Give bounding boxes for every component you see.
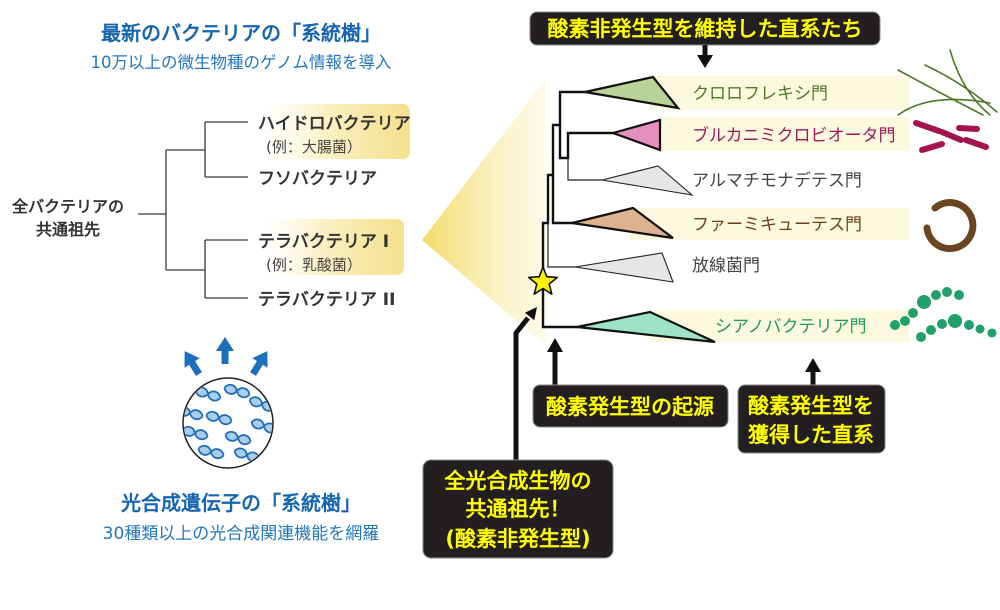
callout-box: [422, 459, 614, 559]
phylum-label-armatimonadetes: アルマチモナデテス門: [692, 170, 862, 191]
callout-oxygenic-lineage-line1: 酸素発生型を: [748, 394, 874, 418]
clade-cyanobacteria: [576, 310, 716, 344]
callout-box: [737, 384, 886, 454]
callout-common-ancestor: 全光合成生物の 共通祖先！ (酸素非発生型): [422, 307, 614, 559]
clade-firmicutes: [571, 206, 674, 240]
arrow-up-head: [547, 338, 563, 352]
callout-anoxygenic-text: 酸素非発生型を維持した直系たち: [548, 17, 863, 41]
leaf-terrabacteria-1-example: (例：乳酸菌）: [266, 256, 362, 274]
clade-actinobacteria: [574, 252, 674, 283]
photosynthetic-branches: [541, 90, 615, 329]
leaf-terrabacteria-2: テラバクテリア II: [258, 290, 395, 310]
callout-ancestor-line2: 共通祖先！: [466, 497, 571, 521]
callout-oxygenic-origin-text: 酸素発生型の起源: [546, 395, 714, 419]
terra-branch: [166, 239, 248, 299]
filament-icon: [897, 49, 998, 116]
clade-armatimonadetes: [601, 165, 694, 196]
dna-sphere-icon: [182, 377, 274, 469]
leaf-hydrobacteria-example: (例：大腸菌）: [266, 138, 362, 156]
star-icon: [527, 266, 559, 295]
phylogeny-branches: [541, 90, 615, 329]
highlight-hydrobacteria: [258, 104, 410, 159]
callout-oxygenic-lineage: 酸素発生型を 獲得した直系: [737, 358, 886, 454]
clade-vulcanimicrobiota: [609, 118, 662, 152]
leaf-terrabacteria-1: テラバクテリア I: [258, 232, 389, 252]
arrow-up-left-icon: [184, 351, 202, 376]
arrow-up-icon: [216, 337, 234, 364]
gene-tree-subtitle: 30種類以上の光合成関連機能を網羅: [103, 524, 380, 544]
leaf-fusobacteria: フソバクテリア: [258, 169, 377, 189]
clade-chloroflexi: [584, 75, 681, 110]
phylum-label-cyanobacteria: シアノバクテリア門: [715, 317, 866, 337]
callout-ancestor-line3: (酸素非発生型): [445, 527, 590, 551]
arrow-to-star-head: [524, 307, 537, 321]
phylum-label-chloroflexi: クロロフレキシ門: [692, 84, 828, 104]
callout-box: [532, 384, 729, 428]
phylum-label-vulcanimicrobiota: ブルカニミクロビオータ門: [692, 125, 896, 146]
hydro-fuso-branch: [166, 121, 248, 178]
callout-ancestor-line1: 全光合成生物の: [444, 469, 592, 493]
callout-anoxygenic-lineages: 酸素非発生型を維持した直系たち: [529, 11, 881, 68]
radiating-arrows: [184, 337, 268, 376]
arrow-to-star-icon: [513, 316, 530, 461]
gene-tree-title: 光合成遺伝子の「系統樹」: [120, 491, 361, 515]
callout-oxygenic-lineage-line2: 獲得した直系: [748, 423, 874, 447]
band-vulcanimicrobiota: [660, 117, 910, 151]
bacteria-tree-subtitle: 10万以上の微生物種のゲノム情報を導入: [90, 53, 391, 72]
band-firmicutes: [630, 208, 910, 240]
curved-rod-icon: [923, 199, 977, 252]
phylum-label-actinobacteria: 放線菌門: [692, 256, 760, 276]
bacteria-tree-branches: [138, 121, 248, 299]
zoom-cone: [422, 80, 545, 345]
highlight-terrabacteria-1: [258, 219, 404, 275]
root-label-line2: 共通祖先: [36, 220, 100, 239]
arrow-up-right-icon: [250, 351, 268, 376]
bacteria-tree-title: 最新のバクテリアの「系統樹」: [101, 21, 381, 45]
band-chloroflexi: [650, 76, 910, 110]
cell-chain-icon: [890, 287, 997, 342]
callout-oxygenic-origin: 酸素発生型の起源: [532, 338, 729, 428]
phylum-label-firmicutes: ファーミキューテス門: [692, 215, 862, 235]
leaf-hydrobacteria: ハイドロバクテリア: [258, 114, 411, 134]
arrow-down-head: [697, 55, 713, 68]
root-label-line1: 全バクテリアの: [11, 197, 124, 216]
non-photosynthetic-branches: [547, 158, 602, 268]
rod-chain-icon: [913, 120, 989, 153]
arrow-up-head: [805, 358, 821, 372]
